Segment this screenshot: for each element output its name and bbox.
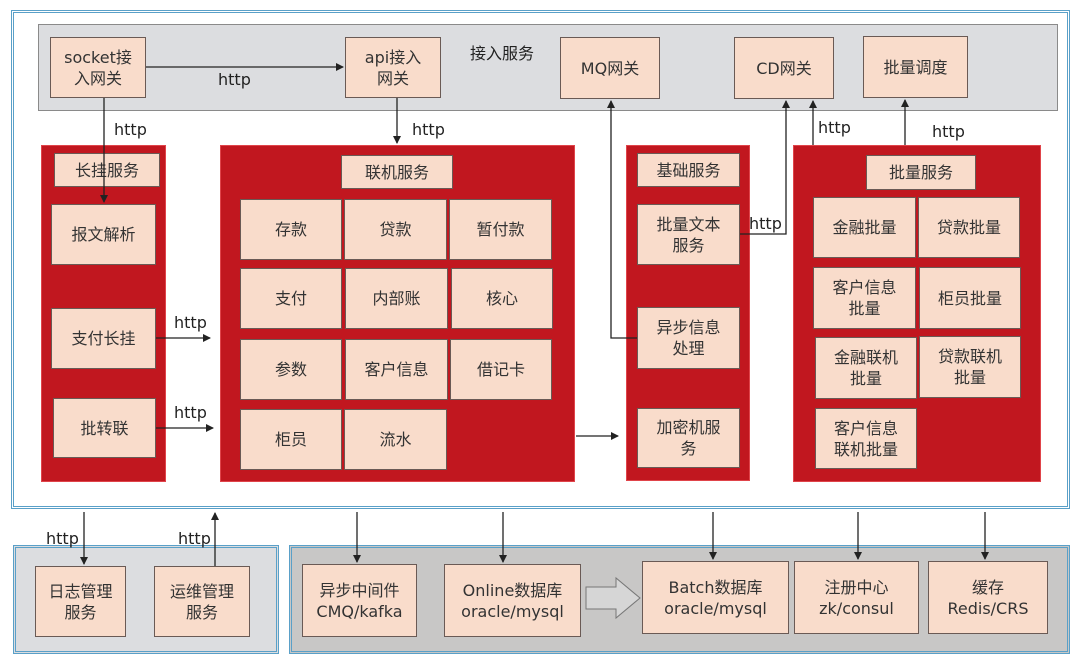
http-label: http xyxy=(114,120,147,139)
ops-management-service[interactable]: 运维管理 服务 xyxy=(154,566,250,637)
online-item-journal[interactable]: 流水 xyxy=(344,409,447,470)
online-item-core[interactable]: 核心 xyxy=(451,268,553,329)
basic-service-title: 基础服务 xyxy=(637,153,740,187)
online-item-internal-account[interactable]: 内部账 xyxy=(345,268,448,329)
batch-item-customer-info-online[interactable]: 客户信息 联机批量 xyxy=(815,408,917,469)
online-item-loan[interactable]: 贷款 xyxy=(344,199,447,260)
batch-database-box[interactable]: Batch数据库 oracle/mysql xyxy=(642,561,789,634)
batch-item-teller[interactable]: 柜员批量 xyxy=(919,267,1021,329)
encryption-service-box[interactable]: 加密机服 务 xyxy=(637,408,740,468)
log-management-service[interactable]: 日志管理 服务 xyxy=(35,566,126,637)
long-pending-service-title: 长挂服务 xyxy=(54,153,160,187)
online-item-customer-info[interactable]: 客户信息 xyxy=(345,339,448,400)
message-parsing-box[interactable]: 报文解析 xyxy=(51,204,156,265)
batch-item-loan[interactable]: 贷款批量 xyxy=(918,197,1020,258)
batch-item-loan-online[interactable]: 贷款联机 批量 xyxy=(919,336,1021,398)
batch-item-financial[interactable]: 金融批量 xyxy=(813,197,916,258)
http-label: http xyxy=(178,529,211,548)
batch-to-online-box[interactable]: 批转联 xyxy=(53,398,156,458)
online-item-parameters[interactable]: 参数 xyxy=(240,339,342,400)
cache-box[interactable]: 缓存 Redis/CRS xyxy=(928,561,1048,634)
http-label: http xyxy=(932,122,965,141)
online-item-deposit[interactable]: 存款 xyxy=(240,199,342,260)
async-message-box[interactable]: 异步信息 处理 xyxy=(637,307,740,369)
online-item-suspense[interactable]: 暂付款 xyxy=(449,199,552,260)
mq-gateway[interactable]: MQ网关 xyxy=(560,37,660,99)
http-label: http xyxy=(46,529,79,548)
batch-item-customer-info[interactable]: 客户信息 批量 xyxy=(813,267,916,329)
registry-center-box[interactable]: 注册中心 zk/consul xyxy=(794,561,919,634)
cd-gateway[interactable]: CD网关 xyxy=(734,37,834,99)
http-label: http xyxy=(174,403,207,422)
online-service-title: 联机服务 xyxy=(341,155,453,189)
online-item-teller[interactable]: 柜员 xyxy=(240,409,342,470)
socket-gateway[interactable]: socket接 入网关 xyxy=(50,37,146,98)
edge-async-to-mq xyxy=(607,100,637,339)
access-layer-title: 接入服务 xyxy=(470,44,535,63)
http-label: http xyxy=(174,313,207,332)
async-middleware-box[interactable]: 异步中间件 CMQ/kafka xyxy=(302,564,417,637)
http-label: http xyxy=(412,120,445,139)
http-label: http xyxy=(749,214,782,233)
api-gateway[interactable]: api接入 网关 xyxy=(345,37,441,98)
http-label: http xyxy=(218,70,251,89)
online-item-debit-card[interactable]: 借记卡 xyxy=(450,339,552,400)
online-item-payment[interactable]: 支付 xyxy=(240,268,342,329)
http-label: http xyxy=(818,118,851,137)
sync-arrow-icon xyxy=(585,576,641,620)
batch-text-service-box[interactable]: 批量文本 服务 xyxy=(637,204,740,265)
edge-batch-text-to-cd xyxy=(740,100,790,235)
batch-item-financial-online[interactable]: 金融联机 批量 xyxy=(815,337,917,399)
online-database-box[interactable]: Online数据库 oracle/mysql xyxy=(444,564,581,637)
batch-schedule-gateway[interactable]: 批量调度 xyxy=(863,36,968,98)
payment-pending-box[interactable]: 支付长挂 xyxy=(51,308,156,369)
batch-service-title: 批量服务 xyxy=(866,155,976,190)
